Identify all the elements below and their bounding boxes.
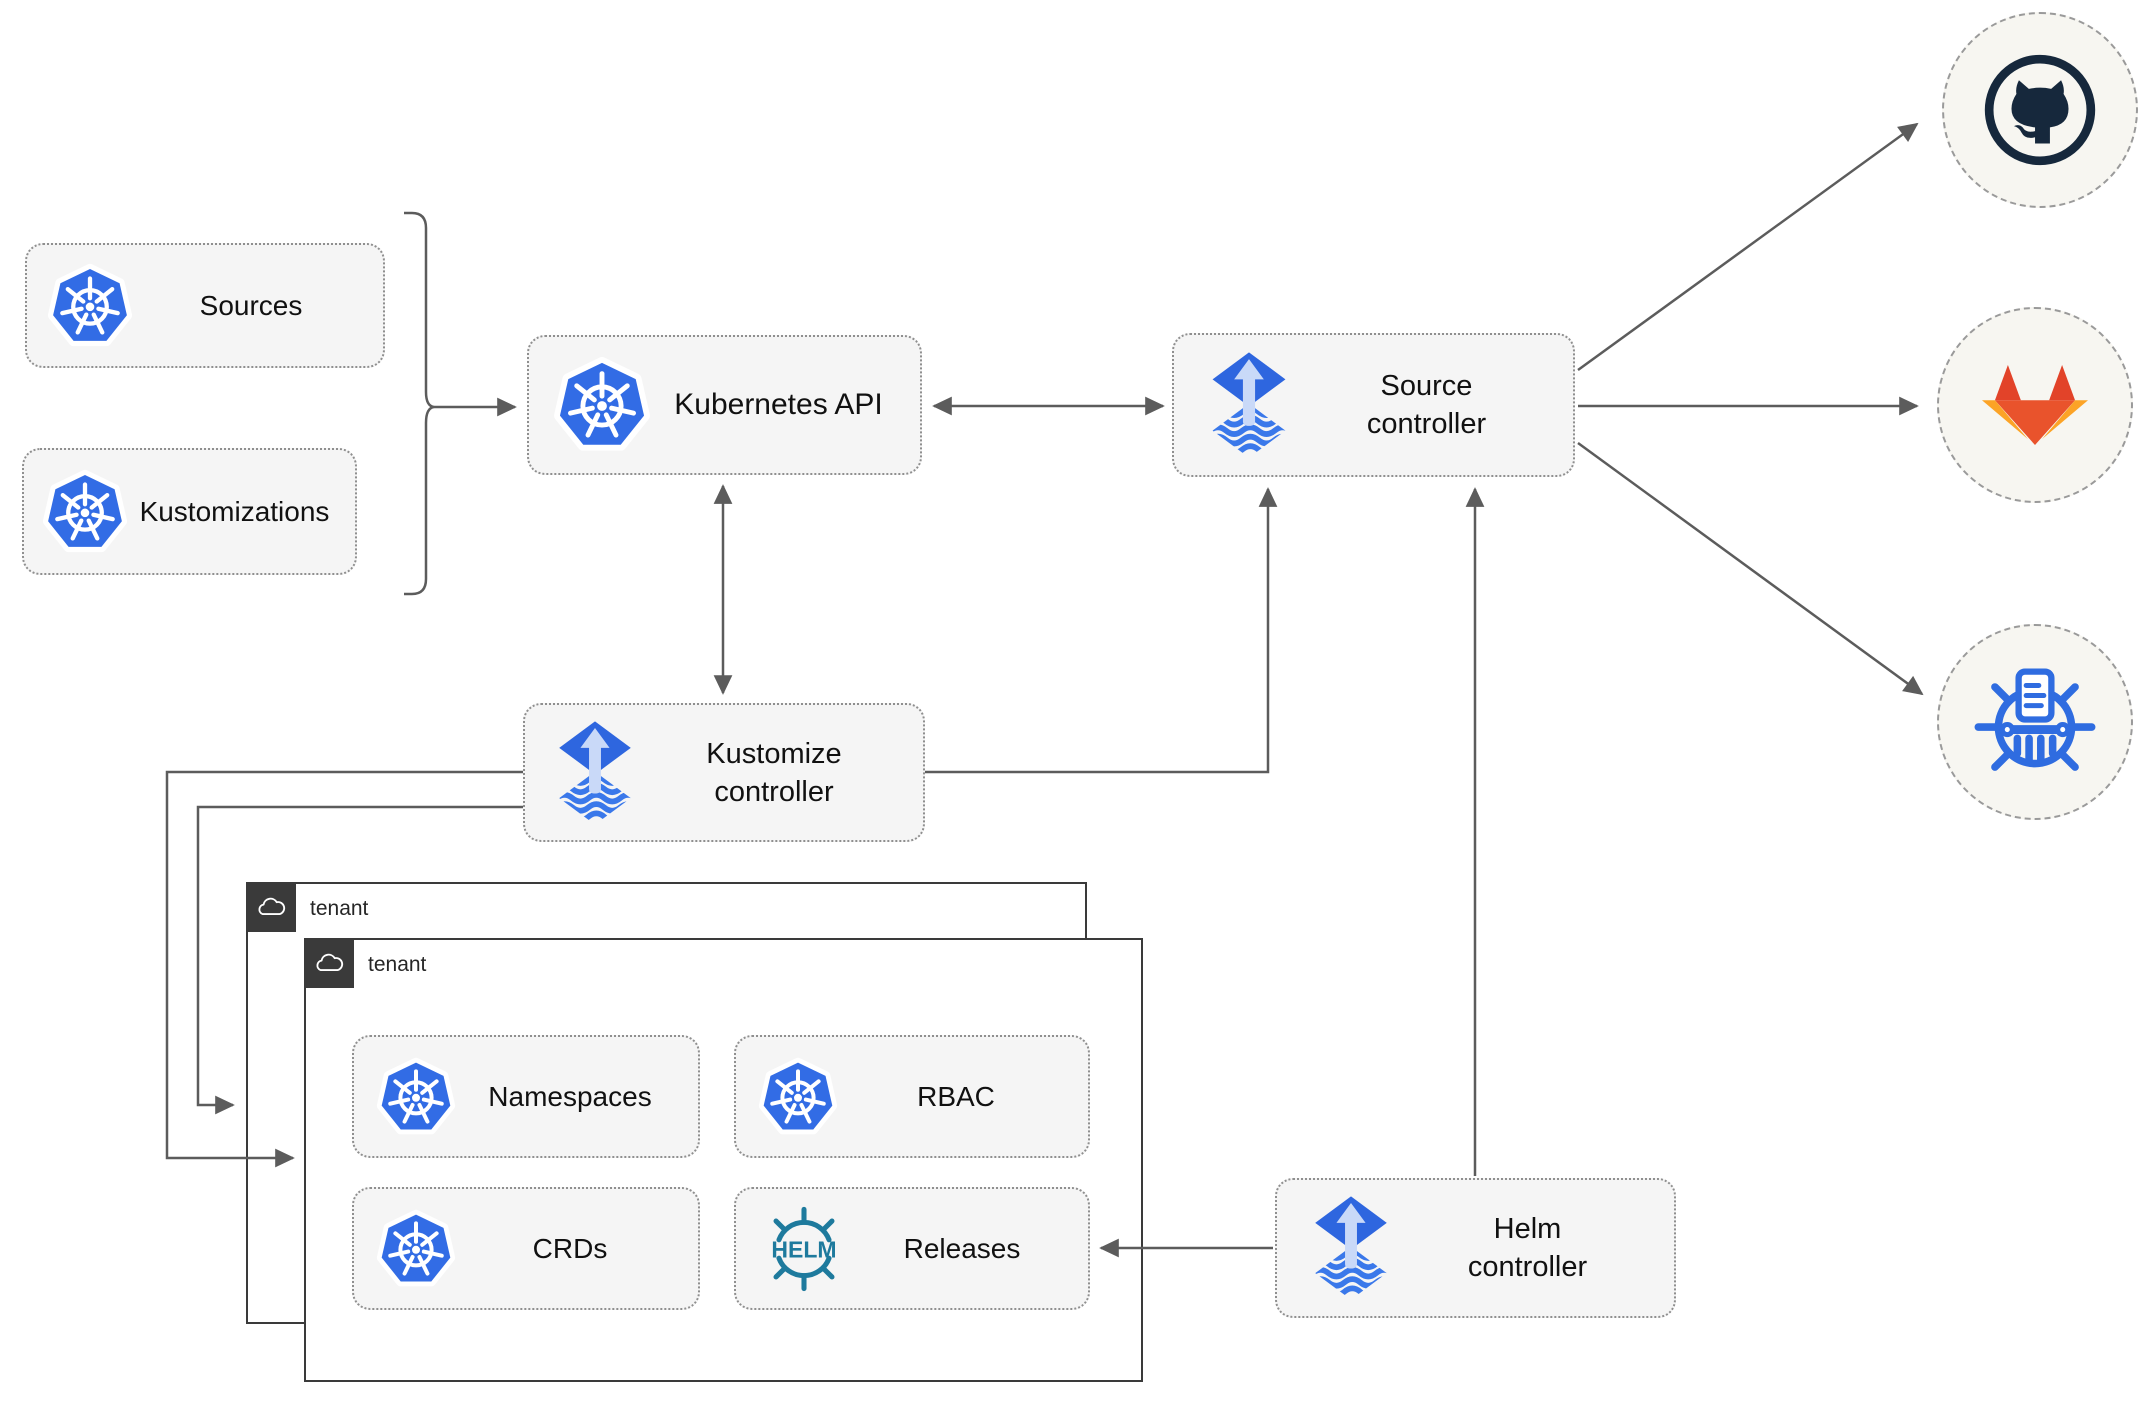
node-source-controller: Source controller: [1172, 333, 1575, 477]
node-namespaces-label: Namespaces: [488, 1080, 652, 1112]
external-chartmuseum-circle: [1937, 624, 2133, 820]
gitlab-fox-icon: [1976, 352, 2094, 458]
kubernetes-icon: [553, 356, 651, 454]
arrow-source-controller-to-github: [1577, 122, 1919, 372]
node-sources-label: Sources: [199, 289, 303, 321]
node-helm-controller-label: Helm controller: [1391, 1210, 1674, 1286]
kubernetes-icon: [376, 1209, 456, 1289]
external-github-circle: [1942, 12, 2138, 208]
node-kustomizations-label: Kustomizations: [139, 495, 330, 527]
cloud-icon: [254, 894, 288, 920]
label-line-1: Source: [1380, 370, 1473, 402]
label-line-2: controller: [1366, 408, 1487, 440]
arrow-source-controller-to-chartmuseum: [1577, 441, 1924, 696]
node-kustomize-controller: Kustomize controller: [523, 703, 925, 842]
kubernetes-icon: [42, 469, 128, 555]
tenant-back-label: tenant: [310, 897, 369, 920]
flux-icon: [1311, 1195, 1391, 1301]
label-line-2: controller: [1467, 1251, 1588, 1283]
node-kustomizations: Kustomizations: [22, 448, 357, 575]
external-gitlab-circle: [1937, 307, 2133, 503]
node-helm-controller: Helm controller: [1275, 1178, 1676, 1318]
kubernetes-icon: [758, 1057, 838, 1137]
label-line-2: controller: [714, 775, 834, 808]
kubernetes-icon: [47, 263, 133, 349]
cloud-icon: [312, 950, 346, 976]
flux-icon: [555, 720, 635, 826]
node-kubernetes-api-label: Kubernetes API: [674, 388, 883, 421]
brace-sources-kustomizations: [404, 211, 435, 596]
node-namespaces: Namespaces: [352, 1035, 700, 1158]
tenant-front-label: tenant: [368, 953, 427, 976]
label-line-1: Kustomize: [706, 737, 842, 770]
node-sources: Sources: [25, 243, 385, 368]
node-kustomize-controller-label: Kustomize controller: [635, 735, 923, 811]
node-rbac: RBAC: [734, 1035, 1090, 1158]
tenant-front-header: [304, 938, 354, 988]
chartmuseum-wheel-icon: [1972, 659, 2098, 785]
node-kubernetes-api: Kubernetes API: [527, 335, 922, 475]
flux-icon: [1208, 351, 1290, 459]
node-releases: Releases: [734, 1187, 1090, 1310]
node-releases-label: Releases: [903, 1232, 1021, 1264]
kubernetes-icon: [376, 1057, 456, 1137]
node-crds-label: CRDs: [532, 1232, 608, 1264]
tenant-container-front: tenant: [304, 938, 1143, 1382]
node-source-controller-label: Source controller: [1290, 367, 1573, 443]
arrow-kustomize-controller-to-source-controller: [925, 487, 1278, 774]
node-rbac-label: RBAC: [917, 1080, 995, 1112]
helm-icon: [758, 1203, 850, 1295]
github-octocat-icon: [1978, 48, 2102, 172]
label-line-1: Helm: [1493, 1213, 1562, 1245]
tenant-back-header: [246, 882, 296, 932]
node-crds: CRDs: [352, 1187, 700, 1310]
